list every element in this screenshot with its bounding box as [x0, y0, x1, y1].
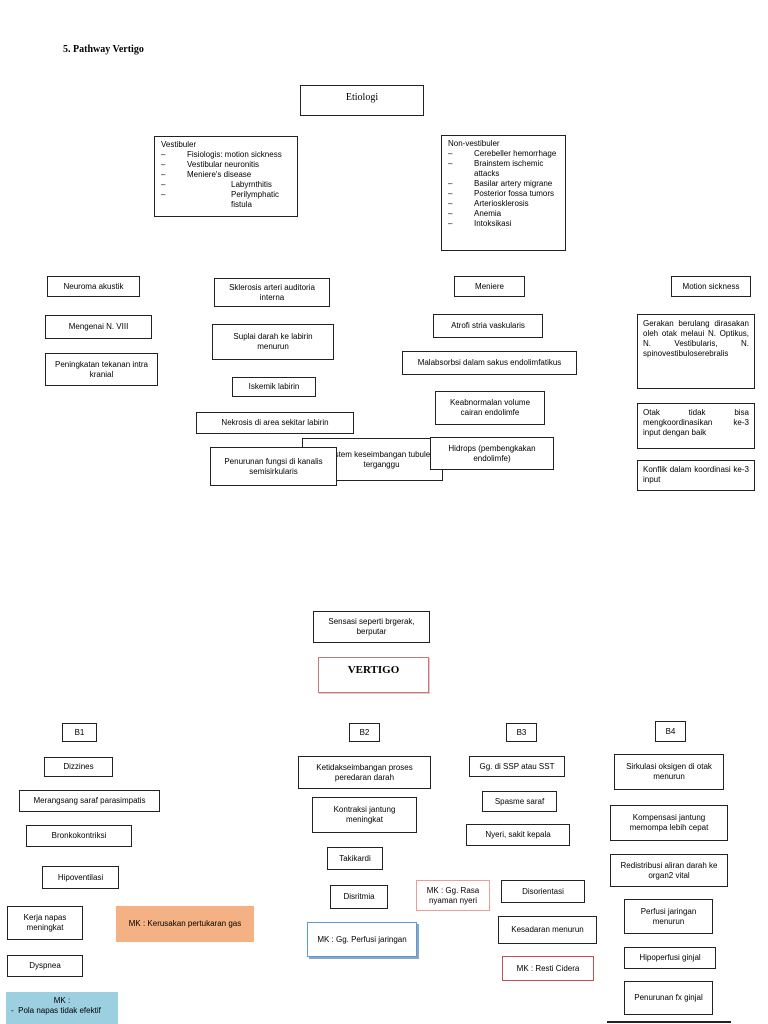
- non-vestibuler-item: Basilar artery migrane: [448, 179, 559, 189]
- mk-pola-napas: MK : - Pola napas tidak efektif: [6, 992, 118, 1024]
- node-gg-ssp: Gg. di SSP atau SST: [469, 756, 565, 777]
- non-vestibuler-item: Intoksikasi: [448, 219, 559, 229]
- node-gerakan-berulang: Gerakan berulang dirasakan oleh otak mel…: [637, 314, 755, 389]
- non-vestibuler-item: Anemia: [448, 209, 559, 219]
- page-title: 5. Pathway Vertigo: [63, 44, 144, 55]
- vestibuler-item: Perilymphatic fistula: [161, 190, 291, 210]
- b2-header: B2: [349, 723, 380, 742]
- node-keabnormalan-volume: Keabnormalan volume cairan endolimfe: [435, 391, 545, 425]
- node-sensasi: Sensasi seperti brgerak, berputar: [313, 611, 430, 643]
- mk-gg-perfusi-jaringan: MK : Gg. Perfusi jaringan: [307, 922, 417, 957]
- node-konflik-koordinasi: Konflik dalam koordinasi ke-3 input: [637, 460, 755, 491]
- vestibuler-item: Labyrnthitis: [161, 180, 291, 190]
- mk-pola-napas-text: Pola napas tidak efektif: [18, 1006, 101, 1015]
- non-vestibuler-item: Arteriosklerosis: [448, 199, 559, 209]
- node-redistribusi-aliran: Redistribusi aliran darah ke organ2 vita…: [610, 854, 728, 887]
- node-otak-tidak-bisa: Otak tidak bisa mengkoordinasikan ke-3 i…: [637, 403, 755, 449]
- node-dyspnea: Dyspnea: [7, 955, 83, 977]
- node-motion-sickness: Motion sickness: [671, 276, 751, 297]
- node-peningkatan-tik: Peningkatan tekanan intra kranial: [45, 353, 158, 386]
- node-neuroma-akustik: Neuroma akustik: [47, 276, 140, 297]
- node-nyeri-sakit-kepala: Nyeri, sakit kepala: [466, 824, 570, 846]
- node-iskemik-labirin: Iskemik labirin: [232, 377, 316, 397]
- node-perfusi-jaringan: Perfusi jaringan menurun: [624, 899, 713, 934]
- etiologi-box: Etiologi: [300, 85, 424, 116]
- node-disritmia: Disritmia: [330, 885, 388, 909]
- node-suplai-darah: Suplai darah ke labirin menurun: [212, 324, 334, 360]
- vertigo-box: VERTIGO: [318, 657, 429, 693]
- non-vestibuler-title: Non-vestibuler: [448, 139, 500, 148]
- cutoff-box-edge: [607, 1021, 731, 1023]
- vestibuler-title: Vestibuler: [161, 140, 197, 149]
- mk-pola-napas-item: - Pola napas tidak efektif: [11, 1006, 101, 1015]
- vestibuler-item: Meniere's disease: [161, 170, 291, 180]
- node-bronkokontriksi: Bronkokontriksi: [26, 825, 132, 847]
- non-vestibuler-item: Brainstem ischemic attacks: [448, 159, 559, 179]
- node-disorientasi: Disorientasi: [501, 880, 585, 903]
- non-vestibuler-item: Cerebeller hemorrhage: [448, 149, 559, 159]
- mk-resti-cidera: MK : Resti Cidera: [502, 956, 594, 981]
- node-merangsang-saraf: Merangsang saraf parasimpatis: [19, 790, 160, 812]
- b4-header: B4: [655, 721, 686, 742]
- node-sklerosis-arteri: Sklerosis arteri auditoria interna: [214, 278, 330, 307]
- vestibuler-item: Fisiologis: motion sickness: [161, 150, 291, 160]
- node-hipoventilasi: Hipoventilasi: [42, 866, 119, 889]
- node-meniere: Meniere: [454, 276, 525, 297]
- non-vestibuler-box: Non-vestibuler Cerebeller hemorrhage Bra…: [441, 135, 566, 251]
- mk-gg-rasa-nyaman-nyeri: MK : Gg. Rasa nyaman nyeri: [416, 880, 490, 911]
- node-penurunan-fx-ginjal: Penurunan fx ginjal: [624, 981, 713, 1015]
- node-kerja-napas: Kerja napas meningkat: [7, 906, 83, 940]
- node-malabsorbsi: Malabsorbsi dalam sakus endolimfatikus: [402, 351, 577, 375]
- b1-header: B1: [62, 723, 97, 742]
- node-penurunan-fungsi: Penurunan fungsi di kanalis semisirkular…: [210, 447, 337, 486]
- node-mengenai-n-viii: Mengenai N. VIII: [45, 315, 152, 339]
- node-sirkulasi-oksigen: Sirkulasi oksigen di otak menurun: [614, 754, 724, 790]
- node-kompensasi-jantung: Kompensasi jantung memompa lebih cepat: [610, 805, 728, 841]
- node-kesadaran-menurun: Kesadaran menurun: [498, 916, 597, 944]
- mk-kerusakan-pertukaran-gas: MK : Kerusakan pertukaran gas: [116, 906, 254, 942]
- node-kontraksi-jantung: Kontraksi jantung meningkat: [312, 797, 417, 833]
- non-vestibuler-item: Posterior fossa tumors: [448, 189, 559, 199]
- vestibuler-box: Vestibuler Fisiologis: motion sickness V…: [154, 136, 298, 217]
- node-nekrosis: Nekrosis di area sekitar labirin: [196, 412, 354, 434]
- node-atrofi-stria: Atrofi stria vaskularis: [433, 314, 543, 338]
- node-spasme-saraf: Spasme saraf: [482, 791, 557, 812]
- node-takikardi: Takikardi: [327, 847, 383, 870]
- node-hipoperfusi-ginjal: Hipoperfusi ginjal: [624, 947, 716, 969]
- node-hidrops: Hidrops (pembengkakan endolimfe): [430, 437, 554, 470]
- node-dizzines: Dizzines: [44, 757, 113, 777]
- b3-header: B3: [506, 723, 537, 742]
- mk-pola-napas-title: MK :: [53, 996, 71, 1005]
- vestibuler-item: Vestibular neuronitis: [161, 160, 291, 170]
- node-ketidakseimbangan: Ketidakseimbangan proses peredaran darah: [298, 756, 431, 789]
